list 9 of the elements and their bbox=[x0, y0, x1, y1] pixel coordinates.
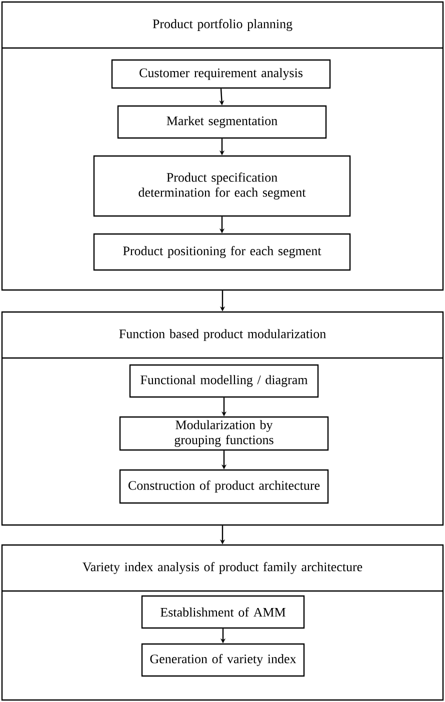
process-box: Market segmentation bbox=[117, 105, 327, 139]
process-box: Functional modelling / diagram bbox=[129, 364, 319, 398]
process-box: Product positioning for each segment bbox=[93, 233, 351, 271]
process-box: Product specification determination for each segment bbox=[93, 155, 351, 217]
process-box: Construction of product architecture bbox=[119, 469, 329, 504]
process-box: Generation of variety index bbox=[141, 643, 305, 677]
process-box: Establishment of AMM bbox=[141, 595, 305, 629]
process-box: Customer requirement analysis bbox=[111, 59, 331, 89]
process-box: Modularization by grouping functions bbox=[119, 416, 329, 451]
